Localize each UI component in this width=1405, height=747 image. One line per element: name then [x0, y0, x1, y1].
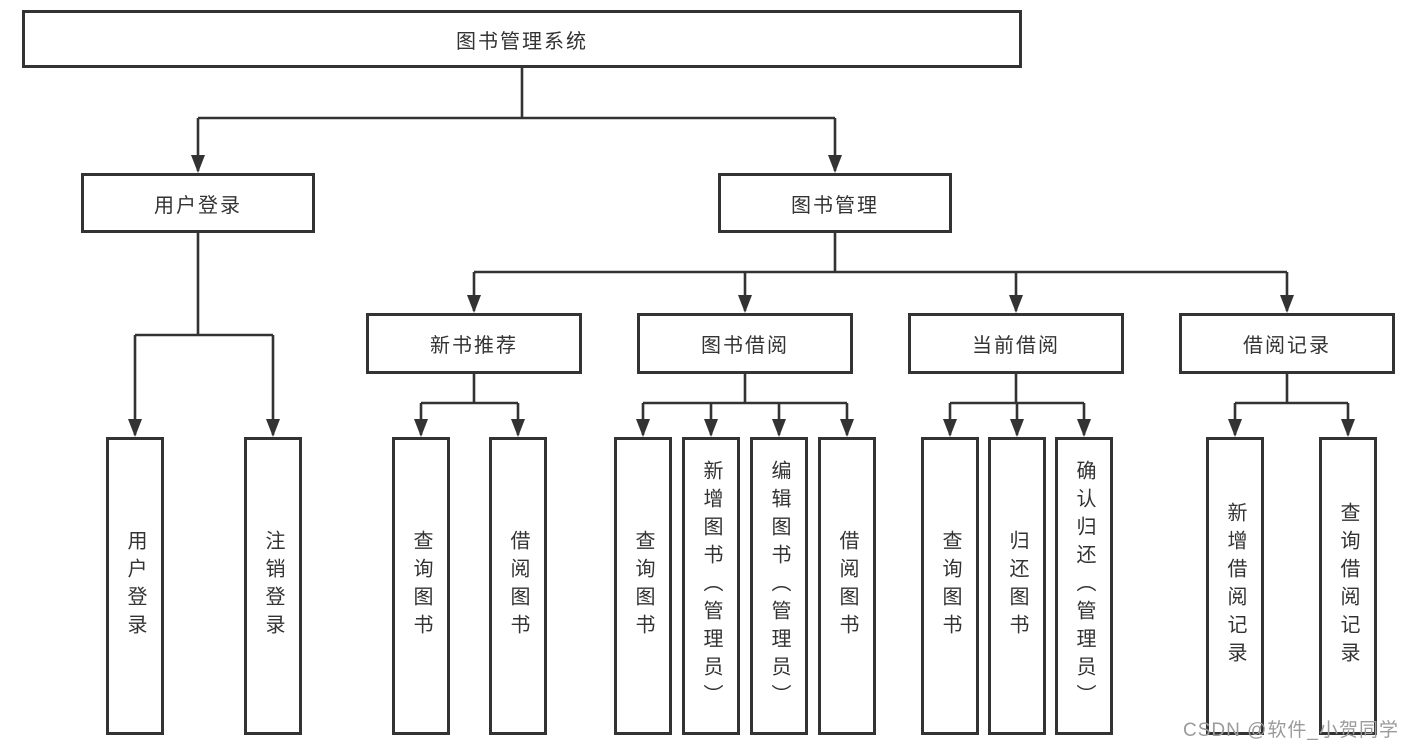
leaf-borrow-book: 借阅图书: [818, 437, 876, 735]
leaf-label: 查询图书: [939, 530, 961, 642]
leaf-recommend-query-book: 查询图书: [392, 437, 450, 735]
leaf-recommend-borrow-book: 借阅图书: [489, 437, 547, 735]
leaf-label: 查询图书: [410, 530, 432, 642]
leaf-confirm-return-admin: 确认归还（管理员）: [1055, 437, 1113, 735]
leaf-label: 借阅图书: [836, 530, 858, 642]
node-user-login: 用户登录: [81, 173, 315, 233]
leaf-label: 查询图书: [632, 530, 654, 642]
leaf-current-query-book: 查询图书: [921, 437, 979, 735]
leaf-label: 确认归还（管理员）: [1073, 460, 1095, 712]
node-library-system: 图书管理系统: [22, 10, 1022, 68]
leaf-query-borrow-record: 查询借阅记录: [1319, 437, 1377, 735]
leaf-label: 新增图书（管理员）: [700, 460, 722, 712]
leaf-label: 编辑图书（管理员）: [768, 460, 790, 712]
csdn-watermark: CSDN @软件_小贺同学: [1183, 720, 1399, 741]
leaf-logout: 注销登录: [244, 437, 302, 735]
leaf-add-borrow-record: 新增借阅记录: [1206, 437, 1264, 735]
node-new-book-recommend: 新书推荐: [366, 313, 582, 374]
leaf-add-book-admin: 新增图书（管理员）: [682, 437, 740, 735]
leaf-return-book: 归还图书: [988, 437, 1046, 735]
leaf-label: 查询借阅记录: [1337, 502, 1359, 670]
node-book-management: 图书管理: [718, 173, 952, 233]
leaf-borrow-query-book: 查询图书: [614, 437, 672, 735]
leaf-edit-book-admin: 编辑图书（管理员）: [750, 437, 808, 735]
leaf-label: 注销登录: [262, 530, 284, 642]
leaf-label: 用户登录: [124, 530, 146, 642]
leaf-label: 归还图书: [1006, 530, 1028, 642]
node-borrow-records: 借阅记录: [1179, 313, 1395, 374]
leaf-label: 借阅图书: [507, 530, 529, 642]
leaf-user-login: 用户登录: [106, 437, 164, 735]
node-current-borrow: 当前借阅: [908, 313, 1124, 374]
leaf-label: 新增借阅记录: [1224, 502, 1246, 670]
node-book-borrow: 图书借阅: [637, 313, 853, 374]
